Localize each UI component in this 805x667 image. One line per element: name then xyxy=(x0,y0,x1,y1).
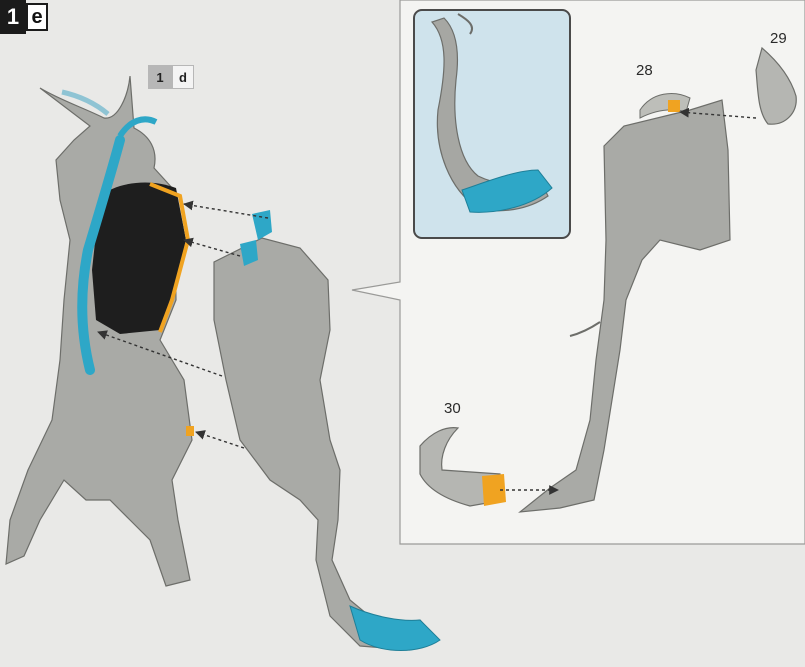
reference-step-number: 1 xyxy=(148,65,172,89)
step-letter: e xyxy=(26,3,48,31)
part-label-30: 30 xyxy=(444,400,461,417)
part-label-28: 28 xyxy=(636,62,653,79)
reference-step-letter: d xyxy=(172,65,194,89)
claw-inset-icon xyxy=(414,10,570,238)
model-body-icon xyxy=(6,76,194,586)
reference-step-badge: 1 d xyxy=(148,65,194,89)
step-number: 1 xyxy=(0,0,26,34)
part-label-29: 29 xyxy=(770,30,787,47)
step-badge: 1 e xyxy=(0,0,48,34)
